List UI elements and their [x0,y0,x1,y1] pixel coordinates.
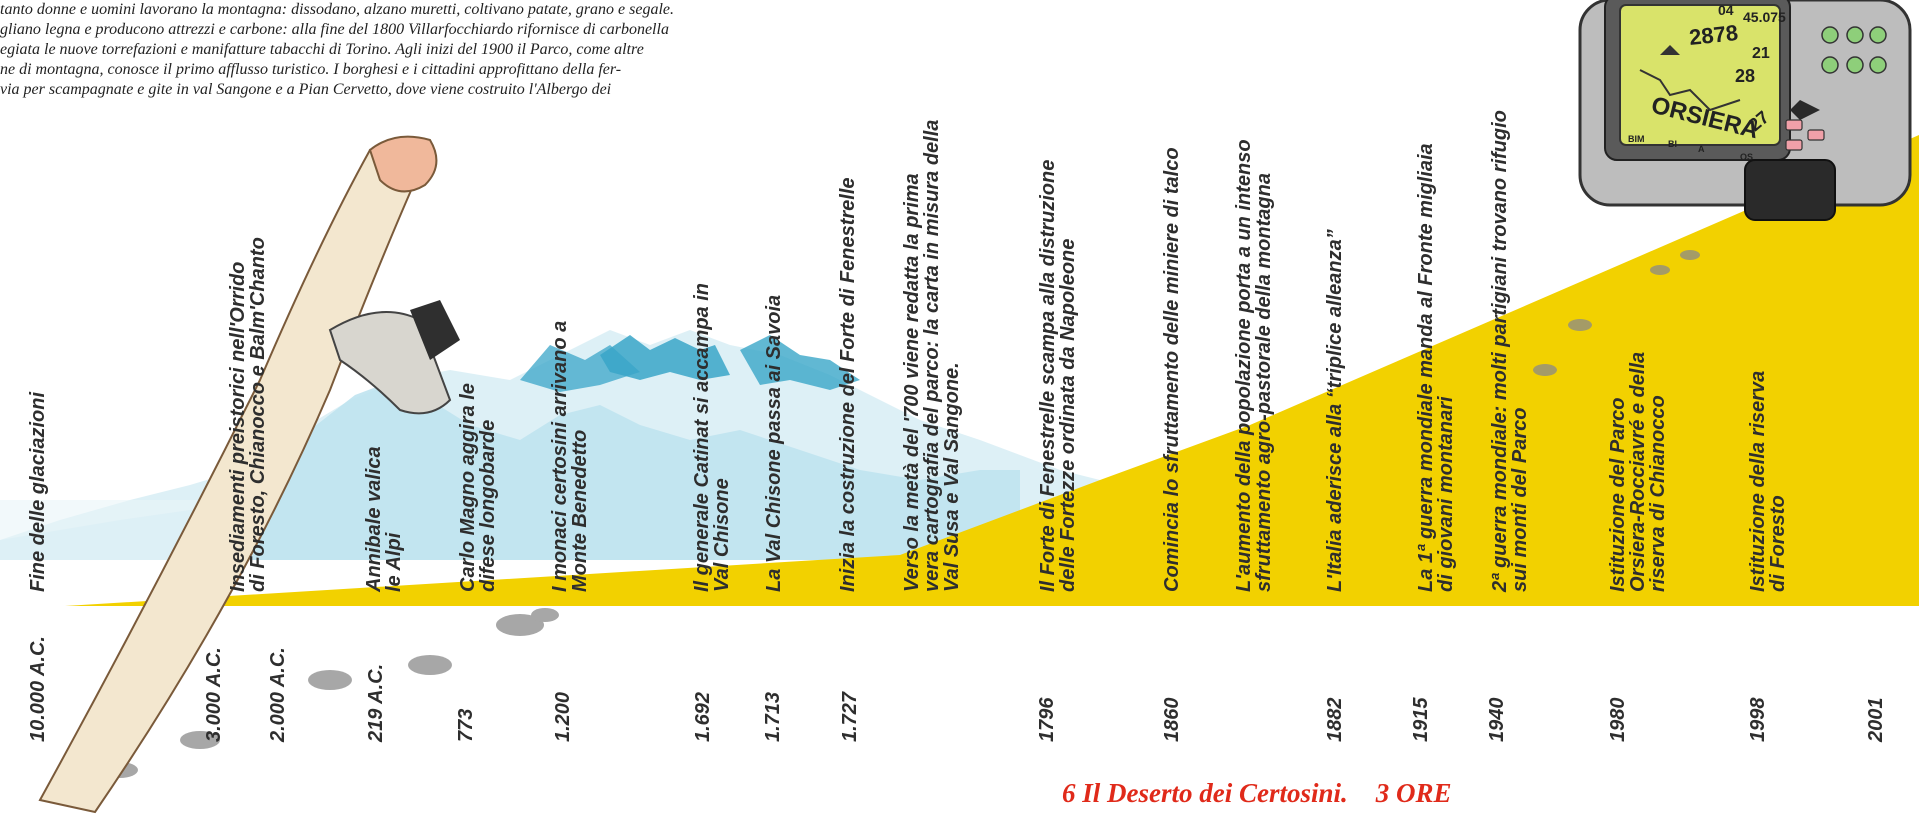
event-line: Istituzione della riserva [1747,370,1769,592]
event-line: difese longobarde [477,419,499,592]
gps-bottom-2: BI [1668,139,1677,149]
route-duration: 3 ORE [1375,778,1452,808]
timeline-year: 1882 [1324,697,1346,743]
event-line: di Foresto [1767,495,1789,592]
timeline-event: La Val Chisone passa ai Savoia [763,294,785,592]
intro-paragraph: tanto donne e uomini lavorano la montagn… [0,0,930,100]
event-line: La Val Chisone passa ai Savoia [763,294,785,592]
gps-bottom-1: BIM [1628,134,1645,144]
event-line: riserva di Chianocco [1647,395,1669,592]
event-line: Fine delle glaciazioni [27,391,49,592]
route-caption: 6 Il Deserto dei Certosini. 3 ORE [1062,778,1452,808]
event-line: le Alpi [383,532,405,592]
timeline-event: Inizia la costruzione del Forte di Fenes… [837,177,859,592]
event-line: Insediamenti preistorici nell'Orrido [227,261,249,592]
event-line: L'Italia aderisce alla “triplice alleanz… [1324,229,1346,592]
gps-top-right: 45.075 [1743,9,1786,25]
event-line: Monte Benedetto [569,429,591,592]
timeline-event: Istituzione della riserva di Foresto [1747,370,1789,592]
timeline-event: La 1ª guerra mondiale manda al Fronte mi… [1415,143,1457,592]
event-line: di giovani montanari [1435,396,1457,592]
event-line: Val Susa e Val Sangone. [941,362,963,592]
event-line: di Foresto, Chianocco e Balm'Chanto [247,237,269,592]
timeline-year: 1940 [1486,697,1508,743]
event-line: Orsiera-Rocciavré e della [1627,351,1649,592]
timeline-year: 1.692 [692,691,714,742]
timeline-year: 10.000 A.C. [27,636,49,742]
timeline-year: 219 A.C. [365,663,387,742]
timeline-year: 1.713 [762,691,784,742]
event-line: Verso la metà del '700 viene redatta la … [901,173,923,592]
timeline-year: 2001 [1865,697,1887,743]
event-line: Il generale Catinat si accampa in [691,282,713,592]
timeline-event: Il generale Catinat si accampa in Val Ch… [691,282,733,592]
timeline-event: Insediamenti preistorici nell'Orrido di … [227,237,269,592]
event-line: sui monti del Parco [1509,407,1531,592]
timeline-event: Verso la metà del '700 viene redatta la … [901,119,963,592]
timeline-event: Il Forte di Fenestrelle scampa alla dist… [1037,159,1079,592]
timeline-event: L'Italia aderisce alla “triplice alleanz… [1324,229,1346,592]
gps-device-illustration: 04 45.075 2878 21 28 27 ORSIERA BIM BI A… [1578,0,1912,221]
gps-number-2: 28 [1735,66,1755,86]
timeline-event: 2ª guerra mondiale: molti partigiani tro… [1489,110,1531,592]
intro-line: via per scampagnate e gite in val Sangon… [0,81,612,98]
timeline-year: 773 [455,708,477,742]
timeline-event: Fine delle glaciazioni [27,391,49,592]
timeline-event: Annibale valica le Alpi [363,446,405,592]
timeline-event: Carlo Magno aggira le difese longobarde [457,383,499,592]
event-line: La 1ª guerra mondiale manda al Fronte mi… [1415,143,1437,592]
timeline-event: Comincia lo sfruttamento delle miniere d… [1161,147,1183,592]
event-line: Comincia lo sfruttamento delle miniere d… [1161,147,1183,592]
timeline-year: 1980 [1607,697,1629,743]
timeline-year: 1.200 [552,691,574,742]
timeline-year: 3.000 A.C. [203,647,225,742]
timeline-year: 1.727 [839,691,861,742]
intro-line: ne di montagna, conosce il primo affluss… [0,61,622,78]
intro-line: egiata le nuove torrefazioni e manifattu… [0,41,644,58]
gps-bottom-4: OS [1740,152,1753,162]
event-line: Carlo Magno aggira le [457,383,479,592]
timeline-year: 2.000 A.C. [267,647,289,742]
intro-line: gliano legna e producono attrezzi e carb… [0,21,669,38]
gps-number-1: 21 [1752,45,1770,62]
event-line: delle Fortezze ordinata da Napoleone [1057,238,1079,592]
footprints-illustration [102,250,1700,778]
event-line: sfruttamento agro-pastorale della montag… [1253,173,1275,592]
event-line: I monaci certosini arrivano a [549,320,571,592]
event-line: 2ª guerra mondiale: molti partigiani tro… [1489,110,1511,592]
time-slope-illustration [0,135,1919,610]
event-line: vera cartografia del parco: la carta in … [921,119,943,592]
gps-top-left: 04 [1718,2,1734,18]
timeline-year: 1860 [1161,697,1183,743]
event-line: Inizia la costruzione del Forte di Fenes… [837,177,859,592]
timeline-event: Istituzione del Parco Orsiera-Rocciavré … [1607,351,1669,592]
event-line: Il Forte di Fenestrelle scampa alla dist… [1037,159,1059,592]
route-title: 6 Il Deserto dei Certosini. [1062,778,1348,808]
gps-bottom-3: A [1698,144,1705,154]
intro-line: tanto donne e uomini lavorano la montagn… [0,1,675,18]
timeline-year: 1998 [1747,697,1769,743]
walking-stick-illustration [38,135,460,814]
timeline-event: I monaci certosini arrivano a Monte Bene… [549,320,591,592]
gps-altitude: 2878 [1688,20,1739,50]
timeline-event: L'aumento della popolazione porta a un i… [1233,139,1275,592]
timeline-year: 1915 [1410,697,1432,743]
event-line: Istituzione del Parco [1607,397,1629,592]
timeline-year: 1796 [1036,697,1058,743]
event-line: L'aumento della popolazione porta a un i… [1233,139,1255,592]
event-line: Val Chisone [711,478,733,592]
event-line: Annibale valica [363,446,385,592]
